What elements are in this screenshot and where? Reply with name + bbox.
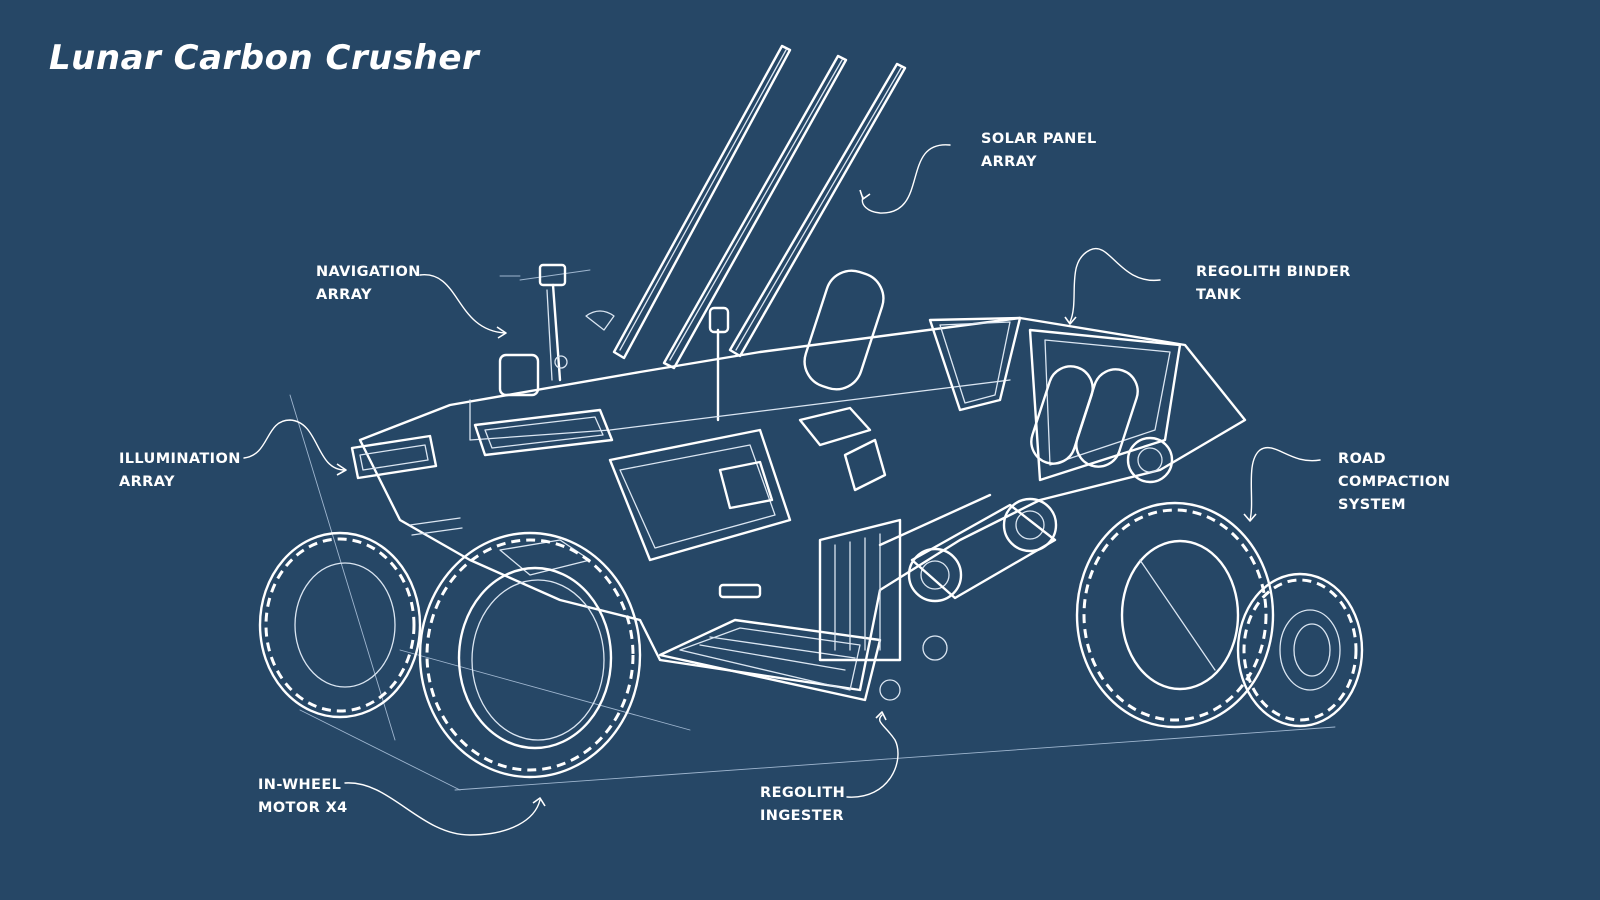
callout-navigation-array: NAVIGATION ARRAY (316, 261, 421, 307)
chassis-body (358, 316, 1247, 692)
callout-navigation-array-line-1: NAVIGATION (316, 264, 421, 280)
seats (803, 269, 1139, 468)
callout-in-wheel-motor: IN-WHEEL MOTOR X4 (258, 774, 348, 820)
callout-regolith-ingester-line-2: INGESTER (760, 808, 844, 824)
callout-leaders (243, 144, 1321, 836)
callout-illumination-array-line-2: ARRAY (119, 474, 175, 490)
callout-road-compaction-system-line-3: SYSTEM (1338, 497, 1407, 513)
rear-right-wheel (1236, 572, 1364, 728)
solar-panel-masts (612, 44, 907, 370)
front-left-wheel (418, 531, 642, 779)
callout-in-wheel-motor-line-1: IN-WHEEL (258, 777, 342, 793)
callout-road-compaction-system: ROAD COMPACTION SYSTEM (1338, 448, 1450, 517)
callout-regolith-ingester: REGOLITH INGESTER (760, 782, 845, 828)
callout-navigation-array-line-2: ARRAY (316, 287, 372, 303)
callout-road-compaction-system-line-1: ROAD (1338, 451, 1386, 467)
construction-lines (289, 269, 1336, 791)
callout-regolith-binder-tank-line-1: REGOLITH BINDER (1196, 264, 1351, 280)
illumination-lamps (350, 408, 614, 536)
diagram-title: Lunar Carbon Crusher (49, 38, 480, 78)
callout-solar-panel-array-line-2: ARRAY (981, 154, 1037, 170)
road-compaction-linkage (878, 436, 1174, 701)
callout-solar-panel-array: SOLAR PANEL ARRAY (981, 128, 1097, 174)
regolith-ingester-unit (658, 518, 902, 702)
callout-regolith-binder-tank-line-2: TANK (1196, 287, 1241, 303)
callout-road-compaction-system-line-2: COMPACTION (1338, 474, 1451, 490)
callout-regolith-binder-tank: REGOLITH BINDER TANK (1196, 261, 1351, 307)
callout-solar-panel-array-line-1: SOLAR PANEL (981, 131, 1097, 147)
rear-left-wheel (258, 531, 422, 719)
callout-regolith-ingester-line-1: REGOLITH (760, 785, 846, 801)
callout-illumination-array: ILLUMINATION ARRAY (119, 448, 241, 494)
callout-illumination-array-line-1: ILLUMINATION (119, 451, 241, 467)
front-right-wheel (1075, 501, 1275, 729)
navigation-mast (498, 263, 730, 422)
callout-in-wheel-motor-line-2: MOTOR X4 (258, 800, 348, 816)
